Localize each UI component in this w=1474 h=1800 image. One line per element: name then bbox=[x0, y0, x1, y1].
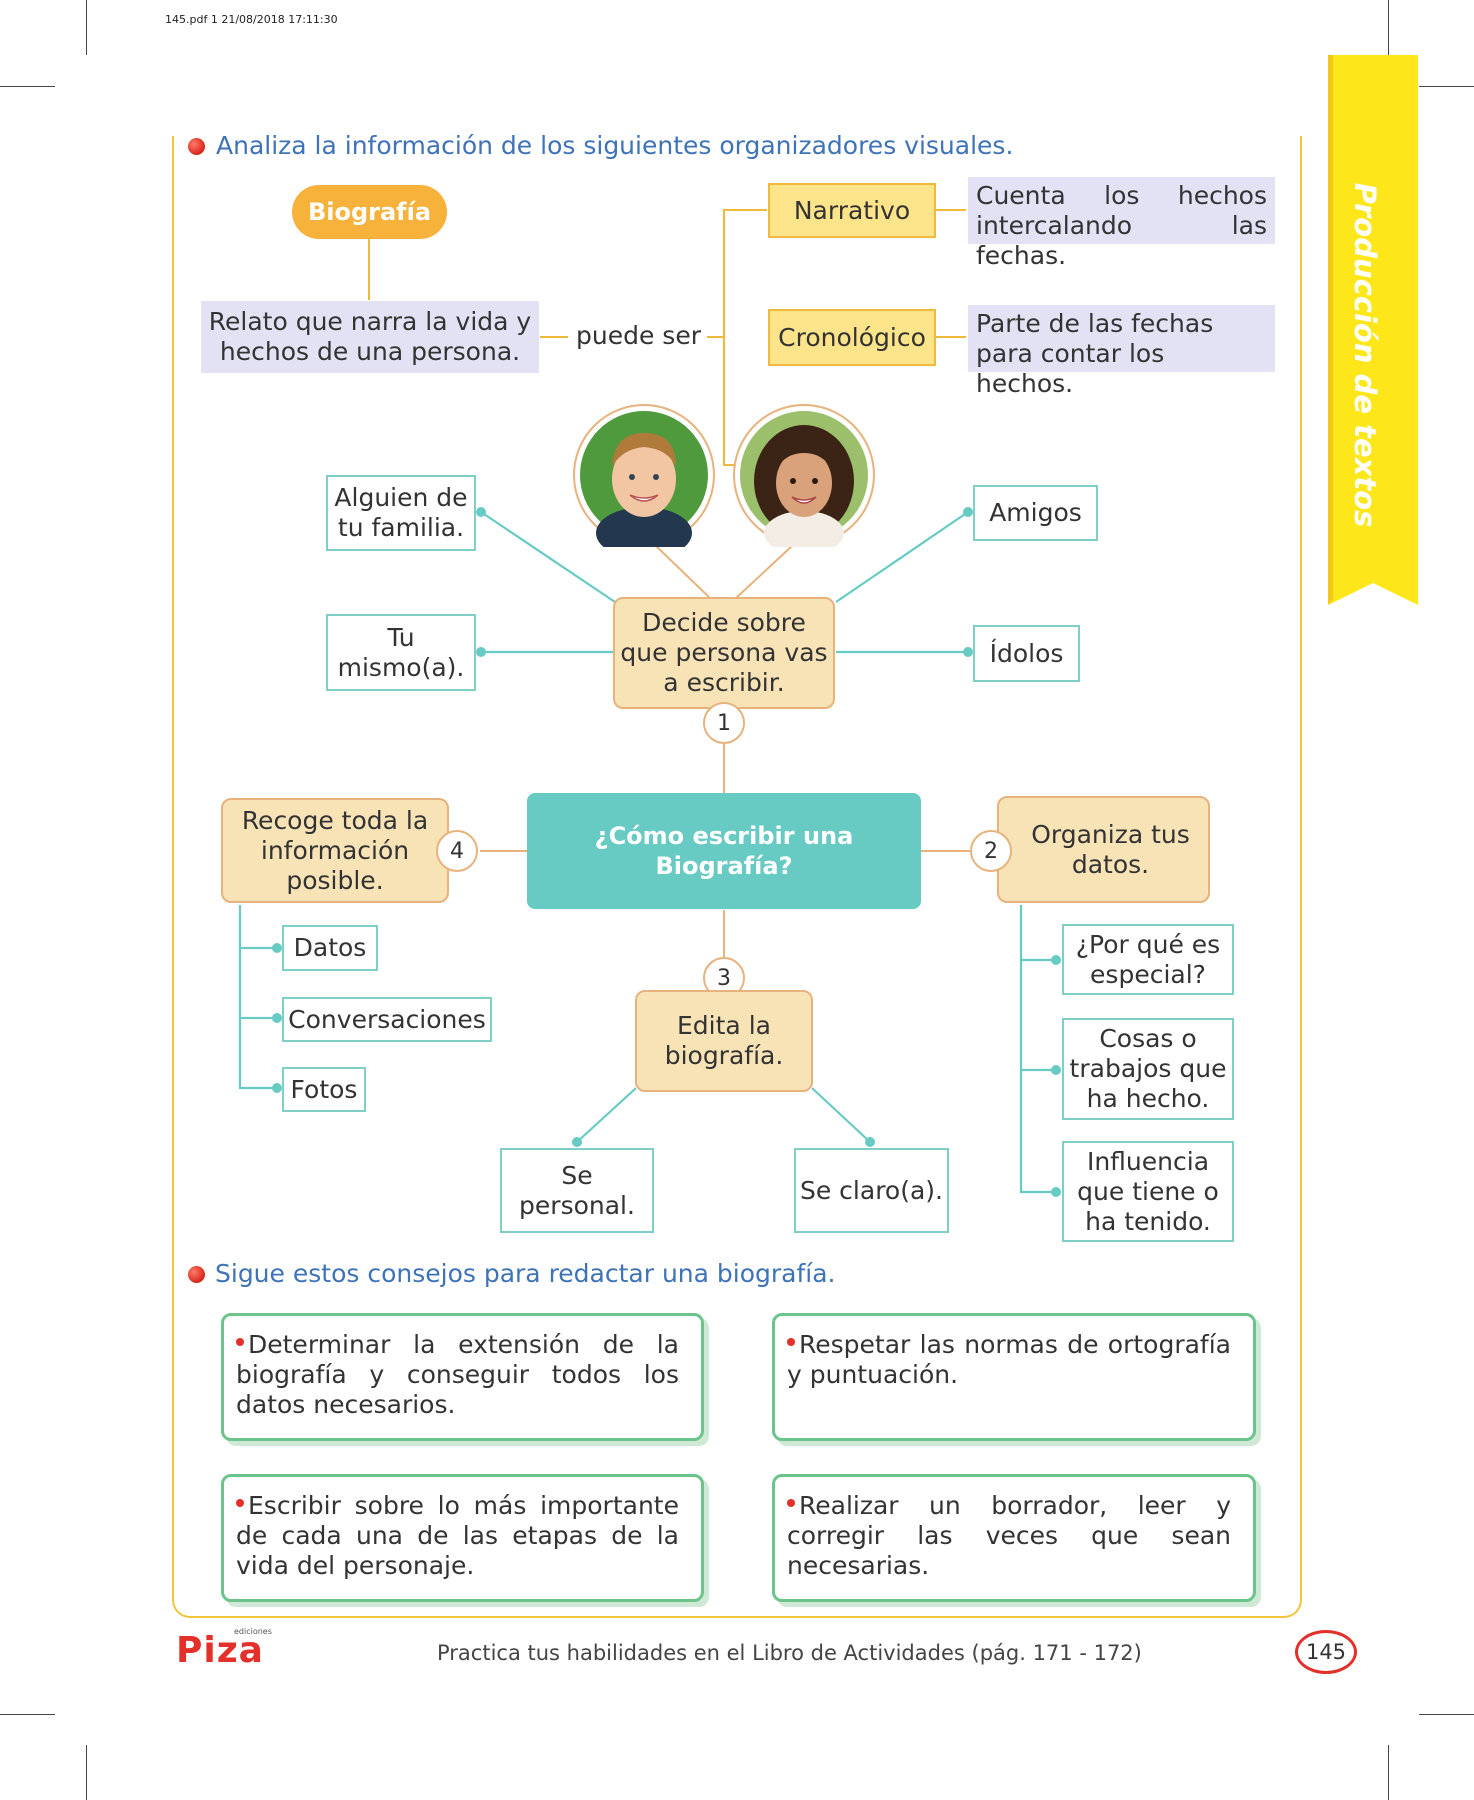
instruction-1: Analiza la información de los siguientes… bbox=[216, 131, 1014, 160]
step-1-box: Decide sobre que persona vas a escribir. bbox=[613, 597, 835, 709]
section-ribbon bbox=[1328, 55, 1418, 605]
step-1-number: 1 bbox=[703, 702, 745, 744]
page-frame bbox=[172, 136, 1302, 1618]
girl-portrait-icon bbox=[733, 404, 875, 547]
narrativo-description: Cuenta los hechos intercalando las fecha… bbox=[968, 177, 1275, 270]
crop-mark bbox=[1388, 0, 1389, 55]
option-family: Alguien de tu familia. bbox=[326, 475, 476, 551]
biografia-label: Biografía bbox=[292, 185, 447, 239]
center-title: ¿Cómo escribir una Biografía? bbox=[527, 793, 921, 909]
item-data: Datos bbox=[282, 925, 378, 971]
bullet-icon bbox=[787, 1499, 795, 1507]
bullet-icon bbox=[236, 1499, 244, 1507]
bullet-icon bbox=[787, 1338, 795, 1346]
crop-mark bbox=[1419, 86, 1474, 87]
item-why-special: ¿Por qué es especial? bbox=[1062, 924, 1234, 995]
tip-card: Respetar las normas de ortografía y punt… bbox=[772, 1313, 1256, 1441]
tip-card: Determinar la extensión de la biografía … bbox=[221, 1313, 704, 1441]
piza-logo: ediciones Piza bbox=[176, 1627, 272, 1671]
item-clear: Se claro(a). bbox=[794, 1148, 949, 1233]
instruction-2: Sigue estos consejos para redactar una b… bbox=[215, 1259, 836, 1288]
biografia-definition: Relato que narra la vida y hechos de una… bbox=[201, 301, 539, 373]
option-idols: Ídolos bbox=[973, 625, 1080, 682]
tip-text: Respetar las normas de ortografía y punt… bbox=[787, 1330, 1231, 1389]
page-number: 145 bbox=[1295, 1630, 1357, 1674]
type-narrativo: Narrativo bbox=[768, 183, 936, 238]
print-header: 145.pdf 1 21/08/2018 17:11:30 bbox=[165, 13, 338, 26]
practice-note: Practica tus habilidades en el Libro de … bbox=[437, 1641, 1142, 1665]
tip-text: Realizar un borrador, leer y corregir la… bbox=[787, 1491, 1231, 1580]
boy-portrait-icon bbox=[573, 404, 715, 547]
tip-card: Escribir sobre lo más importante de cada… bbox=[221, 1474, 704, 1602]
item-works: Cosas o trabajos que ha hecho. bbox=[1062, 1018, 1234, 1120]
cronologico-description: Parte de las fechas para contar los hech… bbox=[968, 305, 1275, 398]
item-influence: Influencia que tiene o ha tenido. bbox=[1062, 1141, 1234, 1242]
connector-text: puede ser bbox=[576, 321, 701, 350]
step-4-number: 4 bbox=[436, 830, 478, 872]
step-2-box: Organiza tus datos. bbox=[997, 796, 1210, 903]
crop-mark bbox=[86, 1745, 87, 1800]
option-friends: Amigos bbox=[973, 485, 1098, 541]
crop-mark bbox=[1388, 1745, 1389, 1800]
item-personal: Se personal. bbox=[500, 1148, 654, 1233]
tip-card: Realizar un borrador, leer y corregir la… bbox=[772, 1474, 1256, 1602]
item-conversations: Conversaciones bbox=[282, 997, 492, 1042]
tip-text: Escribir sobre lo más importante de cada… bbox=[236, 1491, 679, 1580]
tip-text: Determinar la extensión de la biografía … bbox=[236, 1330, 679, 1419]
step-4-box: Recoge toda la información posible. bbox=[221, 798, 449, 903]
crop-mark bbox=[0, 1714, 55, 1715]
bullet-icon bbox=[236, 1338, 244, 1346]
crop-mark bbox=[86, 0, 87, 55]
crop-mark bbox=[0, 86, 55, 87]
bullet-icon bbox=[188, 1266, 205, 1283]
type-cronologico: Cronológico bbox=[768, 309, 936, 366]
item-photos: Fotos bbox=[282, 1067, 366, 1112]
crop-mark bbox=[1419, 1714, 1474, 1715]
option-yourself: Tu mismo(a). bbox=[326, 614, 476, 691]
step-2-number: 2 bbox=[970, 830, 1012, 872]
bullet-icon bbox=[188, 138, 205, 155]
step-3-box: Edita la biografía. bbox=[635, 990, 813, 1092]
